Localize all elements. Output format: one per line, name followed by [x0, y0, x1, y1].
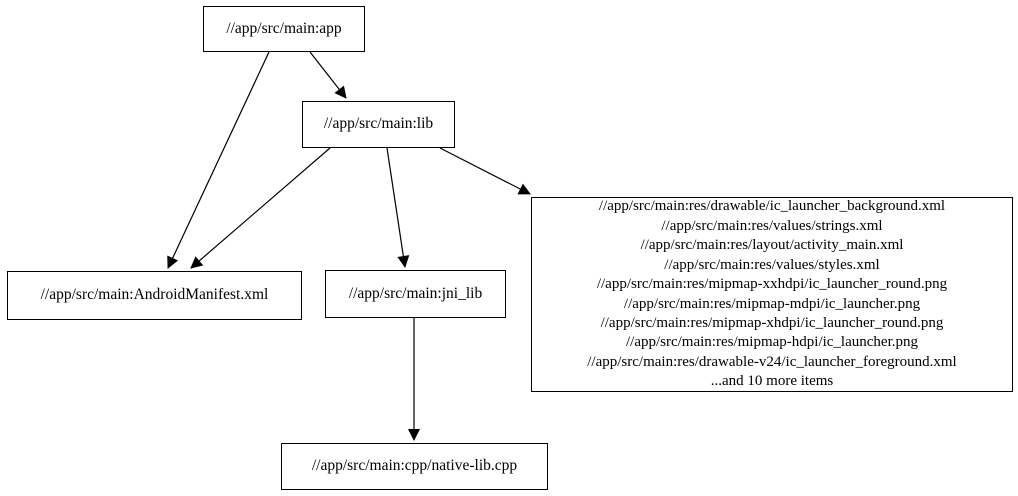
res-more-items-line: ...and 10 more items [710, 373, 834, 390]
res-file-line: //app/src/main:res/layout/activity_main.… [640, 237, 904, 254]
node-android-manifest-label: //app/src/main:AndroidManifest.xml [40, 286, 269, 304]
res-file-line: //app/src/main:res/values/strings.xml [661, 217, 883, 234]
res-file-line: //app/src/main:res/drawable-v24/ic_launc… [587, 353, 957, 370]
edge-app-to-manifest [167, 51, 270, 269]
res-file-line: //app/src/main:res/mipmap-xxhdpi/ic_laun… [596, 276, 948, 293]
node-res-group: //app/src/main:res/drawable/ic_launcher_… [531, 197, 1013, 392]
node-app-label: //app/src/main:app [226, 19, 342, 37]
node-app: //app/src/main:app [203, 6, 365, 52]
node-native-lib-cpp: //app/src/main:cpp/native-lib.cpp [281, 443, 548, 490]
node-native-lib-cpp-label: //app/src/main:cpp/native-lib.cpp [311, 457, 518, 475]
node-lib: //app/src/main:lib [302, 101, 455, 148]
res-file-line: //app/src/main:res/mipmap-mdpi/ic_launch… [623, 295, 921, 312]
res-file-line: //app/src/main:res/values/styles.xml [664, 256, 880, 273]
edge-lib-to-jni-lib [386, 147, 410, 268]
res-file-line: //app/src/main:res/mipmap-xhdpi/ic_launc… [600, 314, 944, 331]
node-lib-label: //app/src/main:lib [323, 115, 434, 133]
res-file-line: //app/src/main:res/drawable/ic_launcher_… [598, 198, 946, 215]
res-file-line: //app/src/main:res/mipmap-hdpi/ic_launch… [625, 334, 918, 351]
node-jni-lib: //app/src/main:jni_lib [325, 270, 506, 318]
edge-lib-to-manifest [190, 147, 331, 269]
edge-lib-to-res-group [439, 147, 531, 195]
node-jni-lib-label: //app/src/main:jni_lib [348, 284, 483, 302]
node-android-manifest: //app/src/main:AndroidManifest.xml [7, 271, 302, 320]
edge-app-to-lib [309, 51, 347, 99]
